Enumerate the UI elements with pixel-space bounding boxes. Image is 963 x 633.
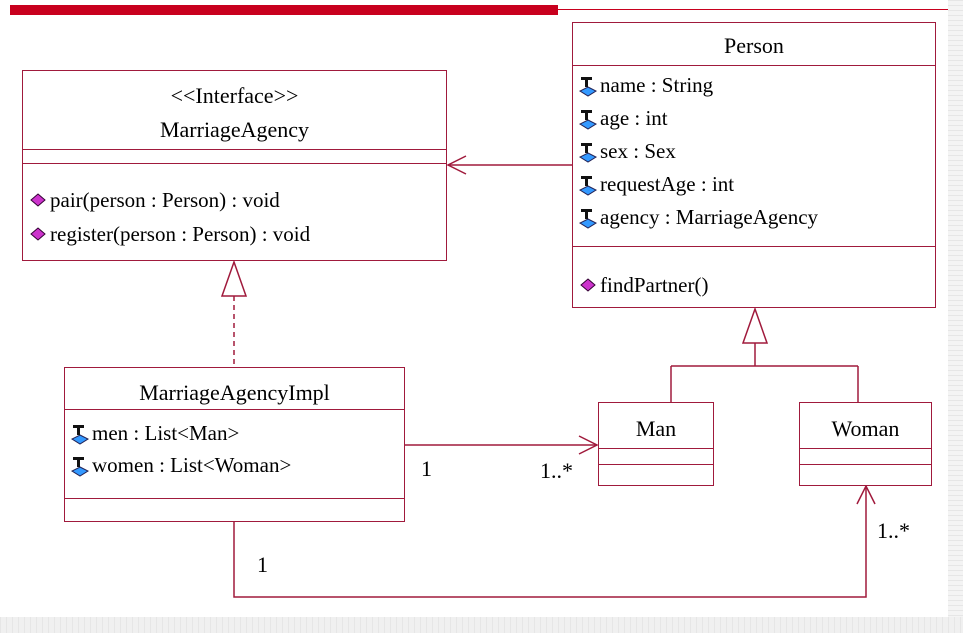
person-attr-agency[interactable]: agency : MarriageAgency — [577, 205, 818, 230]
realization-arrowhead — [220, 259, 248, 297]
impl-man-source-multiplicity: 1 — [421, 456, 432, 481]
person-op-findpartner[interactable]: findPartner() — [577, 273, 708, 298]
woman-attributes-divider — [800, 448, 931, 449]
impl-woman-association — [233, 486, 867, 598]
impl-operations-divider — [65, 498, 404, 499]
person-class[interactable]: Person name : String age : int sex : Sex… — [572, 22, 936, 308]
vertical-scrollbar[interactable] — [948, 0, 963, 633]
association-arrowhead — [446, 155, 467, 175]
agency-class-name: MarriageAgency — [159, 117, 310, 142]
person-attr-name[interactable]: name : String — [577, 73, 713, 98]
agency-op-pair[interactable]: pair(person : Person) : void — [27, 188, 280, 213]
man-class[interactable]: Man — [598, 402, 714, 486]
protected-attribute-icon — [577, 75, 599, 97]
protected-attribute-icon — [69, 455, 91, 477]
protected-attribute-icon — [577, 108, 599, 130]
public-operation-icon — [27, 190, 49, 212]
person-attr-age[interactable]: age : int — [577, 106, 668, 131]
impl-woman-arrowhead — [856, 484, 876, 505]
protected-attribute-icon — [577, 141, 599, 163]
woman-operations-divider — [800, 464, 931, 465]
person-operations-divider — [573, 246, 935, 247]
impl-woman-source-multiplicity: 1 — [257, 552, 268, 577]
person-attr-sex[interactable]: sex : Sex — [577, 139, 676, 164]
protected-attribute-icon — [577, 207, 599, 229]
man-operations-divider — [599, 464, 713, 465]
protected-attribute-icon — [577, 174, 599, 196]
title-accent-line — [558, 9, 948, 10]
man-class-name: Man — [635, 416, 677, 441]
person-attr-requestage[interactable]: requestAge : int — [577, 172, 734, 197]
agency-op-register[interactable]: register(person : Person) : void — [27, 222, 310, 247]
generalization-arrowhead — [741, 306, 769, 344]
public-operation-icon — [27, 224, 49, 246]
woman-class-name: Woman — [831, 416, 900, 441]
impl-man-arrowhead — [578, 435, 599, 455]
agency-stereotype: <<Interface>> — [170, 83, 299, 108]
protected-attribute-icon — [69, 423, 91, 445]
impl-class-name: MarriageAgencyImpl — [139, 380, 330, 405]
agency-attributes-divider — [23, 149, 446, 150]
woman-class[interactable]: Woman — [799, 402, 932, 486]
man-attributes-divider — [599, 448, 713, 449]
public-operation-icon — [577, 275, 599, 297]
impl-attr-women[interactable]: women : List<Woman> — [69, 453, 291, 478]
agency-operations-divider — [23, 163, 446, 164]
marriage-agency-impl-class[interactable]: MarriageAgencyImpl men : List<Man> women… — [64, 367, 405, 522]
title-accent-bar — [10, 5, 558, 15]
person-attributes-divider — [573, 65, 935, 66]
person-class-name: Person — [724, 33, 784, 58]
impl-attributes-divider — [65, 409, 404, 410]
impl-woman-target-multiplicity: 1..* — [877, 518, 910, 543]
impl-man-target-multiplicity: 1..* — [540, 458, 573, 483]
marriage-agency-interface[interactable]: <<Interface>> MarriageAgency pair(person… — [22, 70, 447, 261]
horizontal-scrollbar[interactable] — [0, 617, 963, 633]
impl-attr-men[interactable]: men : List<Man> — [69, 421, 239, 446]
